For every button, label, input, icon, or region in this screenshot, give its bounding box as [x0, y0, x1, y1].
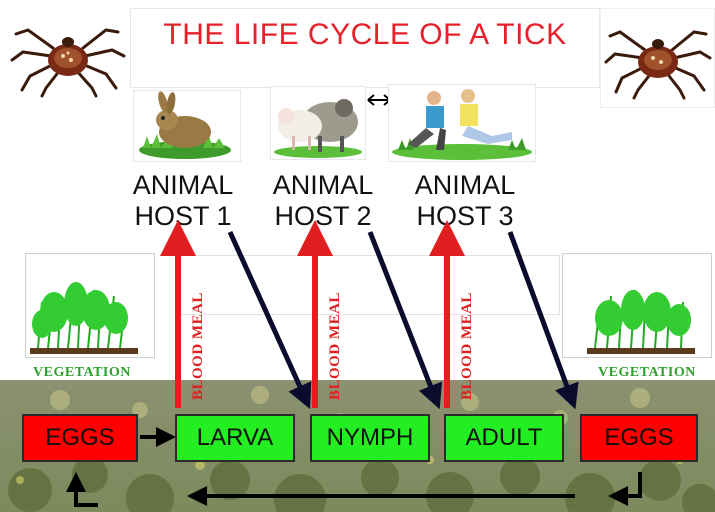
- blood-meal-label-2: BLOOD MEAL: [327, 292, 343, 400]
- title-frame: [130, 8, 600, 88]
- page-title: THE LIFE CYCLE OF A TICK: [163, 18, 567, 51]
- return-loop-arrow: [66, 472, 98, 507]
- stage-box-adult: ADULT: [444, 414, 564, 462]
- vegetation-label-right: VEGETATION: [598, 365, 696, 380]
- drop-off-arrow-1: [227, 230, 312, 410]
- host-label-line: ANIMAL: [272, 170, 374, 200]
- stage-box-larva: LARVA: [175, 414, 295, 462]
- sheep-icon: [270, 86, 366, 160]
- host-label-line: ANIMAL: [132, 170, 234, 200]
- stage-box-eggs: EGGS: [22, 414, 138, 462]
- drop-off-arrow-2: [367, 231, 443, 410]
- double-arrow-icon: [367, 94, 391, 106]
- tick-icon: [10, 28, 126, 98]
- vegetation-icon: [587, 289, 695, 354]
- host-label-2: ANIMAL HOST 2: [258, 170, 388, 232]
- blood-meal-label-3: BLOOD MEAL: [459, 292, 475, 400]
- host-label-1: ANIMAL HOST 1: [118, 170, 248, 232]
- drop-off-arrow-3: [507, 231, 579, 410]
- return-loop-arrow: [608, 472, 642, 506]
- stage-box-eggs-final: EGGS: [580, 414, 698, 462]
- blood-meal-label-1: BLOOD MEAL: [190, 292, 206, 400]
- vegetation-icon: [30, 282, 138, 354]
- host-label-line: ANIMAL: [414, 170, 516, 200]
- tick-icon: [600, 8, 715, 108]
- stage-box-nymph: NYMPH: [310, 414, 430, 462]
- vegetation-label-left: VEGETATION: [33, 365, 131, 380]
- host-label-3: ANIMAL HOST 3: [400, 170, 530, 232]
- rabbit-icon: [133, 90, 241, 162]
- people-icon: [388, 84, 536, 162]
